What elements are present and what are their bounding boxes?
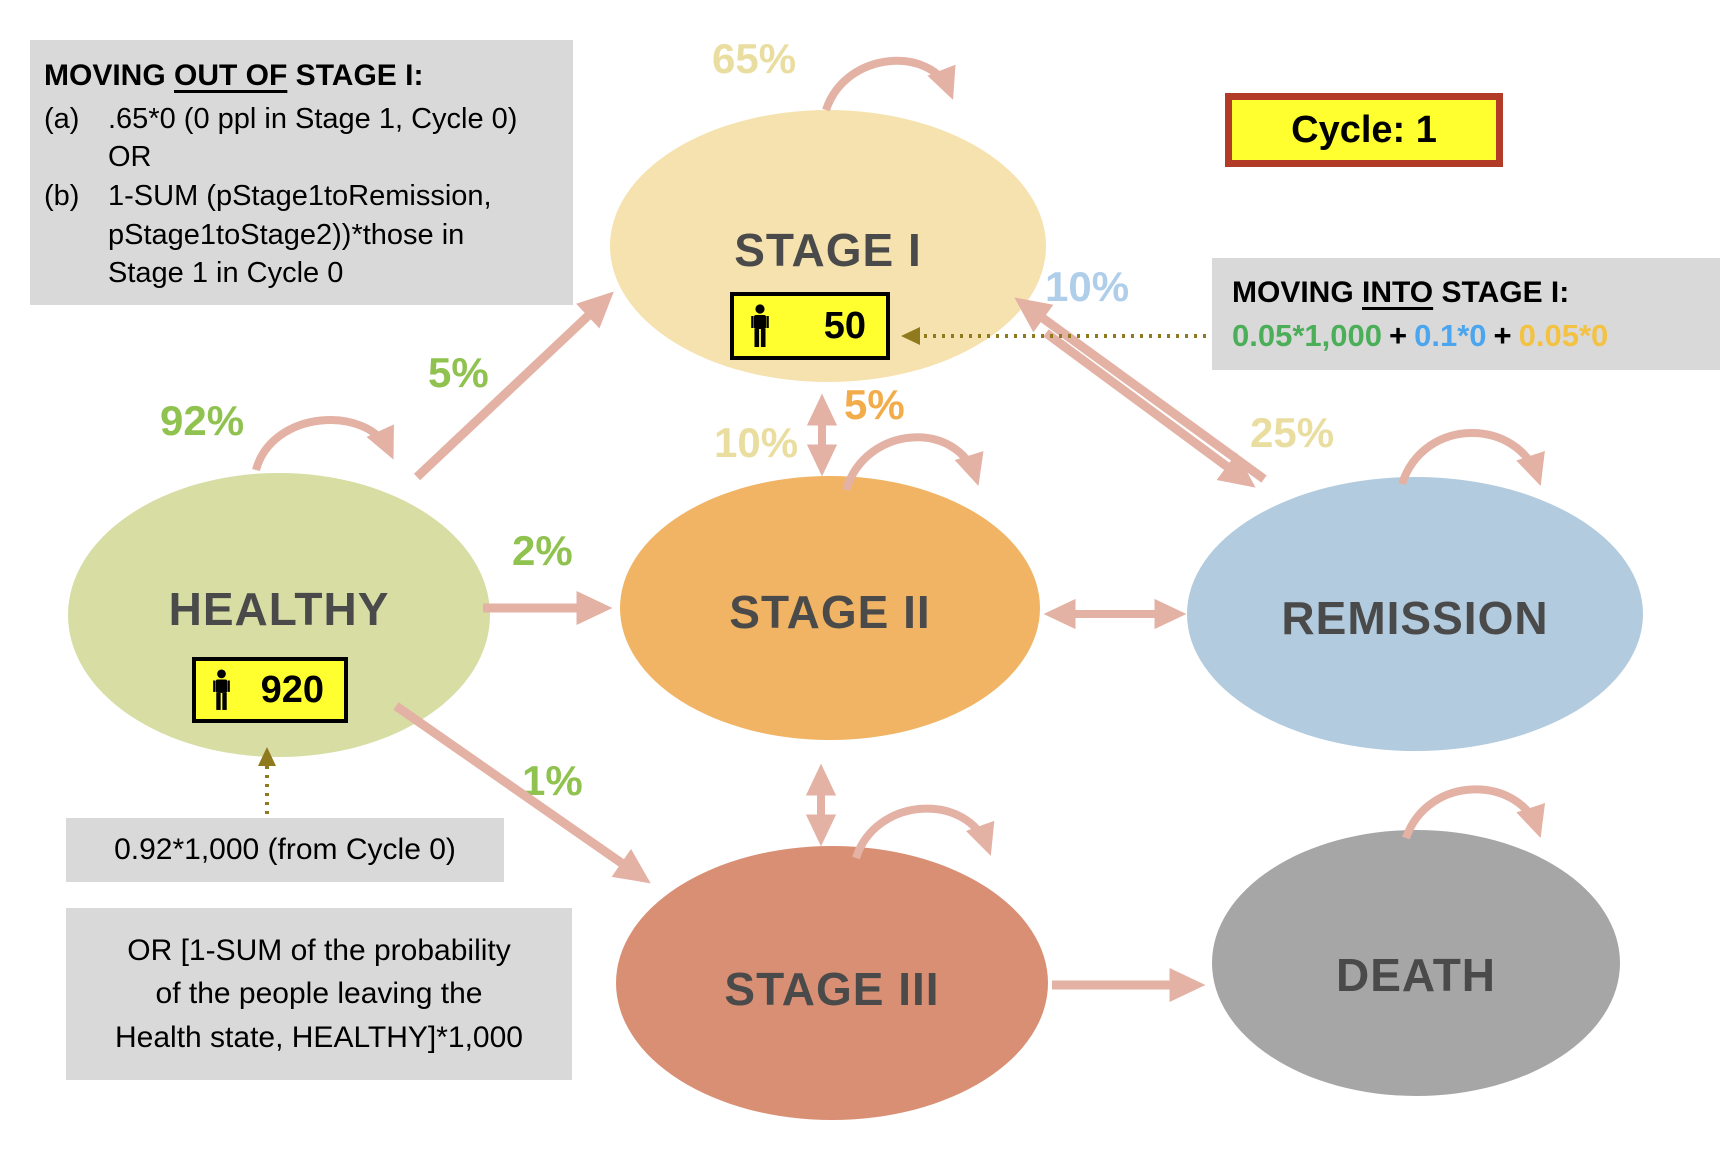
state-stage3-label: STAGE III	[724, 963, 940, 1015]
prob-healthy-stage2: 2%	[512, 527, 573, 574]
note-out-item-b: (b) 1-SUM (pStage1toRemission, pStage1to…	[44, 180, 492, 290]
note-moving-into-stage1: MOVING INTO STAGE I: 0.05*1,000+0.1*0+0.…	[1212, 258, 1720, 370]
self-loop-arrow-healthy	[252, 416, 394, 472]
state-remission-label: REMISSION	[1281, 592, 1549, 644]
prob-remission-stage1: 10%	[1045, 263, 1130, 310]
state-death-label: DEATH	[1335, 949, 1497, 1001]
state-death: DEATH	[1212, 830, 1620, 1096]
state-stage2-label: STAGE II	[729, 586, 931, 638]
person-icon	[213, 669, 230, 710]
healthy-count-box: 920	[192, 657, 348, 723]
state-remission: REMISSION	[1187, 477, 1643, 751]
note-moving-out-of-stage1: MOVING OUT OF STAGE I: (a) .65*0 (0 ppl …	[30, 40, 573, 305]
state-stage3: STAGE III	[616, 846, 1048, 1120]
person-icon	[751, 304, 769, 347]
cycle-badge: Cycle: 1	[1225, 93, 1503, 167]
healthy-count: 920	[260, 668, 324, 711]
prob-stage1-self: 65%	[712, 35, 797, 82]
prob-healthy-stage3: 1%	[522, 757, 583, 804]
state-healthy-label: HEALTHY	[168, 583, 390, 635]
state-stage2: STAGE II	[620, 476, 1040, 740]
prob-healthy-stage1: 5%	[428, 349, 489, 396]
note-out-item-a: (a) .65*0 (0 ppl in Stage 1, Cycle 0) OR	[44, 102, 518, 174]
note-into-formula: 0.05*1,000+0.1*0+0.05*0	[1232, 318, 1609, 353]
note-healthy-calculation: 0.92*1,000 (from Cycle 0)	[66, 818, 504, 882]
stage1-count-box: 50	[730, 292, 890, 360]
stage1-count: 50	[823, 304, 866, 347]
state-stage1-label: STAGE I	[734, 224, 922, 276]
note-into-title: MOVING INTO STAGE I:	[1232, 276, 1570, 309]
prob-healthy-self: 92%	[160, 397, 245, 444]
prob-stage1-remission: 25%	[1250, 409, 1335, 456]
self-loop-arrow-stage1	[822, 56, 956, 112]
prob-stage2-stage1: 5%	[844, 381, 905, 428]
prob-stage1-stage2: 10%	[714, 419, 799, 466]
note-healthy-alternative: OR [1-SUM of the probability of the peop…	[66, 908, 572, 1080]
note-out-title: MOVING OUT OF STAGE I:	[44, 59, 424, 92]
